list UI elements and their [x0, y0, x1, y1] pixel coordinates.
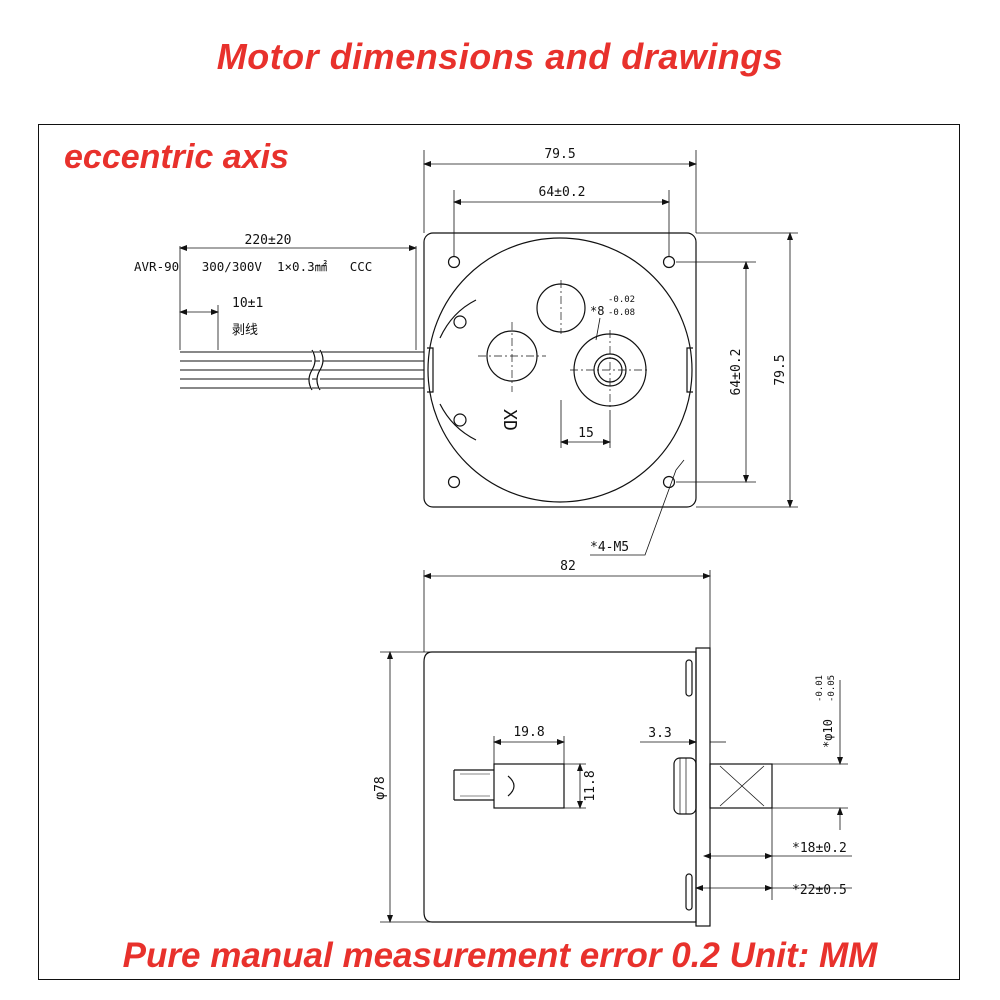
flange-square — [423, 232, 697, 508]
dim-flange-thickness: 3.3 — [648, 726, 671, 741]
gearbox-outline — [427, 237, 693, 503]
dim-body-diameter: φ78 — [373, 776, 388, 799]
page-title: Motor dimensions and drawings — [216, 36, 784, 77]
dim-hole-spacing-x: 64±0.2 — [539, 185, 586, 200]
mount-hole — [662, 475, 676, 489]
dim-cable-length: 220±20 — [245, 233, 292, 248]
dim-overall-height: 79.5 — [773, 354, 788, 385]
dim-overall-width: 79.5 — [544, 147, 575, 162]
dim-shaft-dia: *8 — [590, 304, 604, 318]
variant-label: eccentric axis — [64, 138, 289, 176]
ear-hole — [453, 315, 467, 329]
drawing-frame — [38, 124, 960, 980]
dim-shaft-length-1: *18±0.2 — [792, 841, 847, 856]
dim-hole-spacing-y: 64±0.2 — [729, 349, 744, 396]
dim-output-tol-upper: -0.01 — [815, 675, 825, 702]
motor-body — [423, 651, 697, 923]
dim-output-tol-lower: -0.05 — [827, 675, 837, 702]
strip-label: 剥线 — [232, 323, 258, 338]
measurement-note: Pure manual measurement error 0.2 Unit: … — [122, 936, 878, 975]
connector — [493, 763, 565, 809]
mounting-holes-label: *4-M5 — [590, 540, 629, 555]
flange-plate — [695, 647, 711, 927]
dim-body-length: 82 — [560, 559, 576, 574]
dim-shaft-tol-lower: -0.08 — [608, 308, 635, 318]
dim-strip-length: 10±1 — [232, 296, 263, 311]
mount-hole — [447, 475, 461, 489]
dim-connector-height: 11.8 — [583, 770, 598, 801]
ear-hole — [453, 413, 467, 427]
dim-output-dia: *φ10 — [821, 719, 835, 748]
mount-hole — [447, 255, 461, 269]
dim-shaft-tol-upper: -0.02 — [608, 295, 635, 305]
dim-connector-width: 19.8 — [513, 725, 544, 740]
cable-spec: AVR-90 300/300V 1×0.3㎟ CCC — [134, 259, 372, 274]
mount-hole — [662, 255, 676, 269]
dim-eccentric-offset: 15 — [578, 426, 594, 441]
face-marking: XD — [499, 409, 520, 431]
output-shaft-side — [709, 763, 773, 809]
dim-shaft-length-2: *22±0.5 — [792, 883, 847, 898]
